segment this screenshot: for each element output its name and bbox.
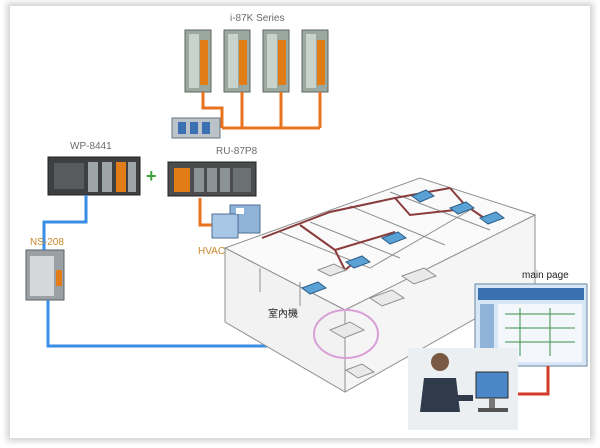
hvac-label: HVAC xyxy=(198,246,226,257)
room-furniture xyxy=(316,263,438,379)
hvac-unit-icon xyxy=(211,204,261,239)
expansion-unit-icon xyxy=(167,161,257,197)
series-label: i-87K Series xyxy=(230,13,285,24)
main-page-label: main page xyxy=(522,270,569,281)
operator-person-icon xyxy=(408,348,518,430)
io-module-icon xyxy=(223,29,251,93)
indoor-unit-highlight xyxy=(313,309,379,359)
indoor-unit-icon xyxy=(300,189,506,295)
io-module-icon xyxy=(301,29,329,93)
plus-sign: + xyxy=(146,166,157,186)
terminal-connector-icon xyxy=(171,117,221,139)
controller-label: WP-8441 xyxy=(70,141,112,152)
monitor-icon xyxy=(475,371,509,412)
ethernet-switch-icon xyxy=(25,249,65,301)
io-module-icon xyxy=(184,29,212,93)
expansion-label: RU-87P8 xyxy=(216,146,258,157)
plc-controller-icon xyxy=(47,156,141,196)
switch-label: NS-208 xyxy=(30,237,64,248)
io-module-icon xyxy=(262,29,290,93)
indoor-unit-label: 室內機 xyxy=(268,309,298,320)
